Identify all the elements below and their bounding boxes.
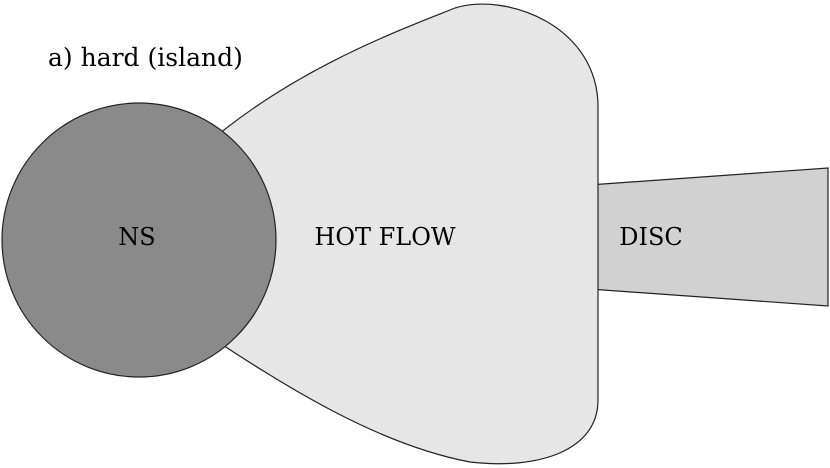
disc-label: DISC	[619, 223, 683, 251]
disc-shape	[574, 167, 829, 307]
hot-flow-label: HOT FLOW	[314, 223, 456, 251]
diagram-title: a) hard (island)	[48, 43, 243, 72]
neutron-star-shape	[1, 102, 277, 378]
hot-flow-shape	[199, 3, 599, 465]
ns-label: NS	[118, 223, 155, 251]
